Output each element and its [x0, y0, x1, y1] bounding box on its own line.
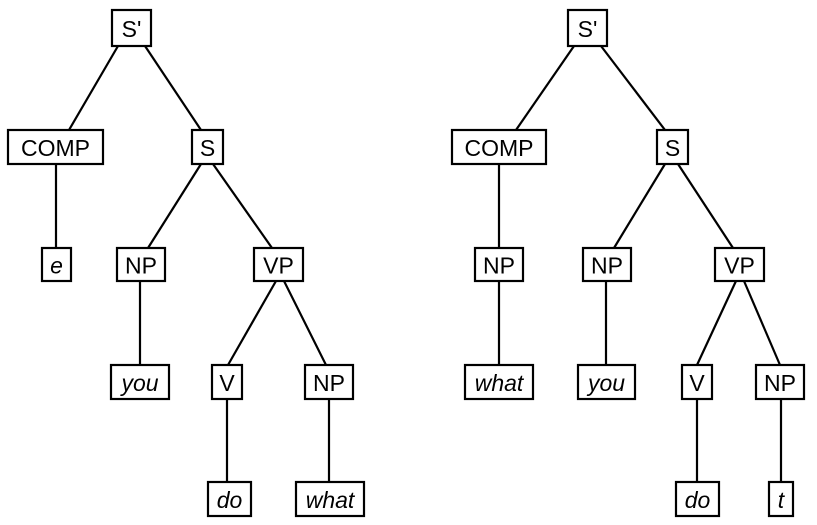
tree-edge-l-s-to-l-vp — [212, 163, 273, 249]
tree-node-r-t: t — [767, 480, 795, 518]
tree-node-l-sbar: S' — [110, 8, 153, 48]
tree-node-l-np1: NP — [115, 246, 167, 283]
tree-edge-l-s-to-l-np1 — [147, 163, 202, 249]
tree-node-r-you: you — [576, 363, 637, 401]
node-label-l-np2: NP — [313, 370, 345, 396]
tree-node-l-s: S — [190, 128, 225, 166]
deep-structure-tree-edges — [54, 45, 331, 482]
node-box-r-vp — [713, 246, 766, 283]
tree-node-r-do: do — [674, 480, 721, 518]
node-box-r-v — [680, 363, 714, 401]
node-label-l-v: V — [219, 370, 235, 396]
node-box-l-s — [190, 128, 225, 166]
tree-node-r-np1: NP — [581, 246, 633, 283]
node-label-r-np1: NP — [591, 253, 623, 279]
node-box-l-v — [210, 363, 244, 401]
node-label-r-you: you — [586, 370, 625, 396]
tree-node-r-np0: NP — [473, 246, 525, 283]
tree-edge-r-s-to-r-vp — [677, 163, 734, 249]
node-label-l-sbar: S' — [122, 16, 142, 42]
tree-node-r-what: what — [463, 363, 535, 401]
tree-edge-r-vp-to-r-np2 — [742, 280, 782, 366]
node-box-r-comp — [450, 128, 548, 166]
tree-node-r-np2: NP — [754, 363, 806, 401]
node-box-r-t — [767, 480, 795, 518]
tree-node-l-v: V — [210, 363, 244, 401]
tree-edge-l-sbar-to-l-s — [144, 45, 202, 131]
node-box-l-do — [206, 480, 253, 518]
node-label-r-v: V — [689, 370, 705, 396]
tree-node-l-what: what — [294, 480, 366, 518]
tree-node-l-e: e — [40, 246, 73, 283]
node-label-l-e: e — [50, 253, 63, 279]
node-label-l-np1: NP — [125, 253, 157, 279]
tree-edge-l-vp-to-l-np2 — [283, 280, 327, 366]
node-label-l-vp: VP — [263, 253, 294, 279]
node-label-l-comp: COMP — [21, 135, 90, 161]
tree-node-r-vp: VP — [713, 246, 766, 283]
node-label-r-s: S — [665, 135, 680, 161]
tree-edge-r-sbar-to-r-s — [600, 45, 666, 131]
node-label-r-sbar: S' — [578, 16, 598, 42]
node-box-r-what — [463, 363, 535, 401]
tree-edge-l-vp-to-l-v — [227, 280, 277, 366]
node-label-r-np2: NP — [764, 370, 796, 396]
tree-edge-r-vp-to-r-v — [696, 280, 737, 366]
tree-node-l-you: you — [109, 363, 171, 401]
node-label-l-do: do — [217, 487, 243, 513]
node-box-r-np1 — [581, 246, 633, 283]
surface-structure-tree-edges — [497, 45, 783, 482]
node-box-r-you — [576, 363, 637, 401]
node-box-l-vp — [252, 246, 305, 283]
tree-node-r-v: V — [680, 363, 714, 401]
node-box-l-np1 — [115, 246, 167, 283]
node-box-l-np2 — [303, 363, 355, 401]
node-label-l-you: you — [119, 370, 158, 396]
tree-node-r-comp: COMP — [450, 128, 548, 166]
node-label-l-s: S — [200, 135, 215, 161]
tree-node-l-np2: NP — [303, 363, 355, 401]
node-label-r-t: t — [778, 487, 786, 513]
tree-node-r-s: S — [655, 128, 690, 166]
tree-edge-l-sbar-to-l-comp — [68, 45, 119, 131]
tree-node-l-do: do — [206, 480, 253, 518]
tree-node-l-comp: COMP — [6, 128, 105, 166]
tree-node-l-vp: VP — [252, 246, 305, 283]
node-label-r-vp: VP — [724, 253, 755, 279]
node-label-l-what: what — [306, 487, 356, 513]
node-label-r-np0: NP — [483, 253, 515, 279]
tree-node-r-sbar: S' — [566, 8, 609, 48]
node-box-r-np0 — [473, 246, 525, 283]
surface-structure-tree-nodes: S' COMP S NP NP VP what you V NP do t — [450, 8, 806, 518]
node-box-r-do — [674, 480, 721, 518]
node-box-r-s — [655, 128, 690, 166]
node-box-l-sbar — [110, 8, 153, 48]
node-box-l-what — [294, 480, 366, 518]
tree-edge-r-s-to-r-np1 — [613, 163, 666, 249]
node-box-r-sbar — [566, 8, 609, 48]
node-label-r-comp: COMP — [465, 135, 534, 161]
tree-edge-r-sbar-to-r-comp — [515, 45, 575, 131]
node-box-l-comp — [6, 128, 105, 166]
node-box-l-e — [40, 246, 73, 283]
node-box-r-np2 — [754, 363, 806, 401]
node-label-r-do: do — [685, 487, 711, 513]
node-label-r-what: what — [475, 370, 525, 396]
node-box-l-you — [109, 363, 171, 401]
tree-edges-layer — [54, 45, 783, 482]
